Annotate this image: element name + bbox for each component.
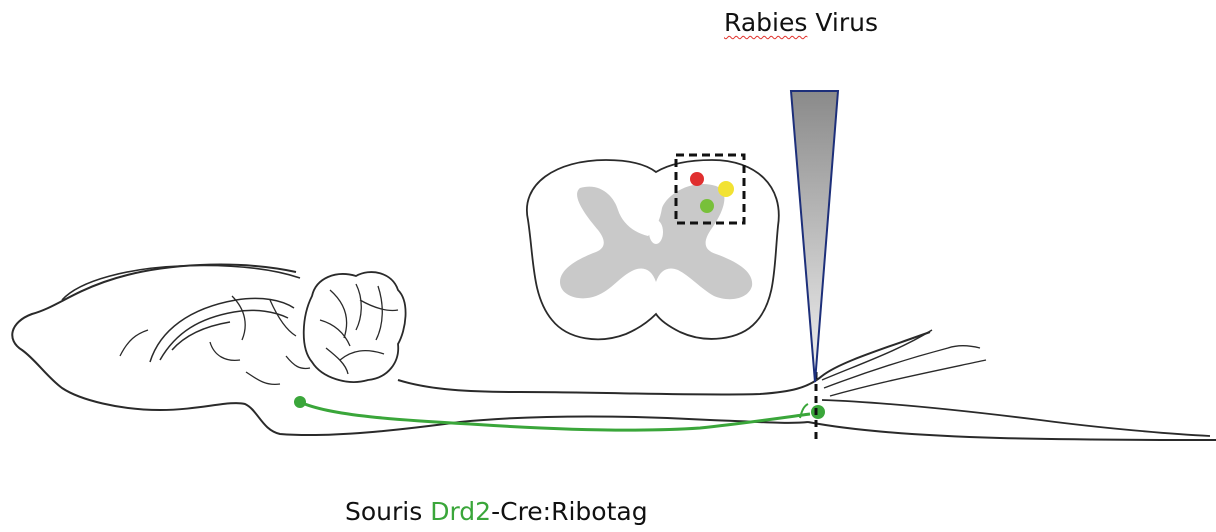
mouse-line-label: Souris Drd2-Cre:Ribotag bbox=[345, 497, 648, 526]
red-dot bbox=[690, 172, 704, 186]
yellow-dot bbox=[718, 181, 734, 197]
virus-word: Virus bbox=[807, 8, 878, 37]
mouse-label-suffix: -Cre:Ribotag bbox=[491, 497, 647, 526]
cerebellum bbox=[304, 272, 406, 382]
green-dot bbox=[700, 199, 714, 213]
brain-inner-structures bbox=[120, 296, 310, 384]
spinal-cord-dorsal bbox=[398, 332, 930, 395]
gene-name: Drd2 bbox=[430, 497, 491, 526]
cortex-contour bbox=[62, 266, 300, 301]
central-canal bbox=[649, 220, 663, 244]
rabies-virus-label: Rabies Virus bbox=[724, 8, 878, 37]
green-neuron-soma bbox=[294, 396, 306, 408]
injection-pipette bbox=[791, 91, 838, 382]
mouse-label-prefix: Souris bbox=[345, 497, 430, 526]
spinal-cord-ventral bbox=[808, 422, 1216, 440]
green-spinal-neuron bbox=[811, 405, 825, 419]
rabies-word: Rabies bbox=[724, 8, 807, 37]
hippocampus bbox=[150, 298, 294, 362]
